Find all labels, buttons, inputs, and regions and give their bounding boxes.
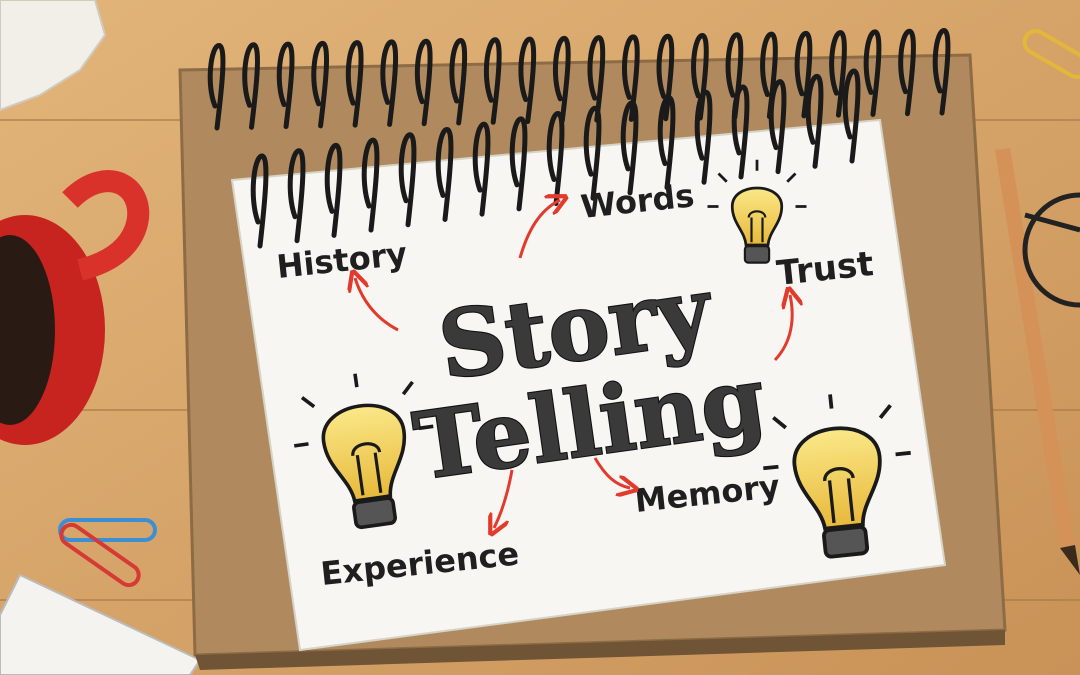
spiral-rings-board <box>207 27 951 131</box>
spiral-ring <box>345 40 364 128</box>
spiral-rings-notepad <box>250 68 861 249</box>
spiral-ring <box>287 148 306 244</box>
spiral-ring <box>805 73 824 169</box>
spiral-ring <box>863 29 882 117</box>
spiral-ring <box>449 37 468 126</box>
arrow-to-trust <box>773 295 792 362</box>
spiral-ring <box>242 42 260 130</box>
red-mug <box>0 170 150 445</box>
small-notebook <box>0 573 202 675</box>
paperclips-red-blue <box>58 518 157 588</box>
lightbulb-left <box>293 373 434 530</box>
spiral-ring <box>324 142 343 238</box>
spiral-ring <box>380 39 399 127</box>
spiral-ring <box>361 137 380 233</box>
spiral-ring <box>768 79 787 175</box>
spiral-ring <box>731 84 750 180</box>
arrow-to-experience <box>494 469 514 528</box>
spiral-ring <box>546 110 565 206</box>
lightbulb-small <box>707 159 807 264</box>
spiral-ring <box>583 105 602 201</box>
spiral-ring <box>656 33 675 122</box>
spiral-ring <box>552 35 571 124</box>
spiral-ring <box>842 68 861 164</box>
spiral-ring <box>694 89 713 185</box>
arrow-to-words <box>518 200 560 259</box>
spiral-ring <box>829 30 847 118</box>
kraft-board-shadow <box>195 630 1005 670</box>
spiral-ring <box>311 40 329 129</box>
spiral-ring <box>207 42 226 131</box>
paperclip-yellow <box>1022 29 1080 80</box>
spiral-ring <box>398 132 417 228</box>
arrow-to-memory <box>593 457 630 488</box>
glasses <box>1022 192 1080 308</box>
arrows <box>355 200 792 528</box>
spiral-ring <box>509 116 528 212</box>
pencil <box>995 148 1080 575</box>
spiral-ring <box>794 30 813 119</box>
spiral-ring <box>472 121 491 217</box>
spiral-ring <box>414 38 433 127</box>
spiral-ring <box>483 37 502 125</box>
spiral-ring <box>898 28 916 117</box>
spiral-ring <box>620 100 639 196</box>
spiral-ring <box>932 27 951 116</box>
spiral-ring <box>657 95 676 191</box>
spiral-ring <box>622 34 640 122</box>
spiral-ring <box>276 41 295 130</box>
spiral-ring <box>587 35 606 123</box>
spiral-ring <box>725 32 744 120</box>
spiral-ring <box>250 153 269 249</box>
spiral-ring <box>518 36 537 125</box>
arrow-to-history <box>355 278 399 332</box>
spiral-ring <box>691 32 709 121</box>
spiral-ring <box>435 126 454 222</box>
crumpled-paper <box>0 0 107 112</box>
lightbulb-right <box>763 394 911 559</box>
